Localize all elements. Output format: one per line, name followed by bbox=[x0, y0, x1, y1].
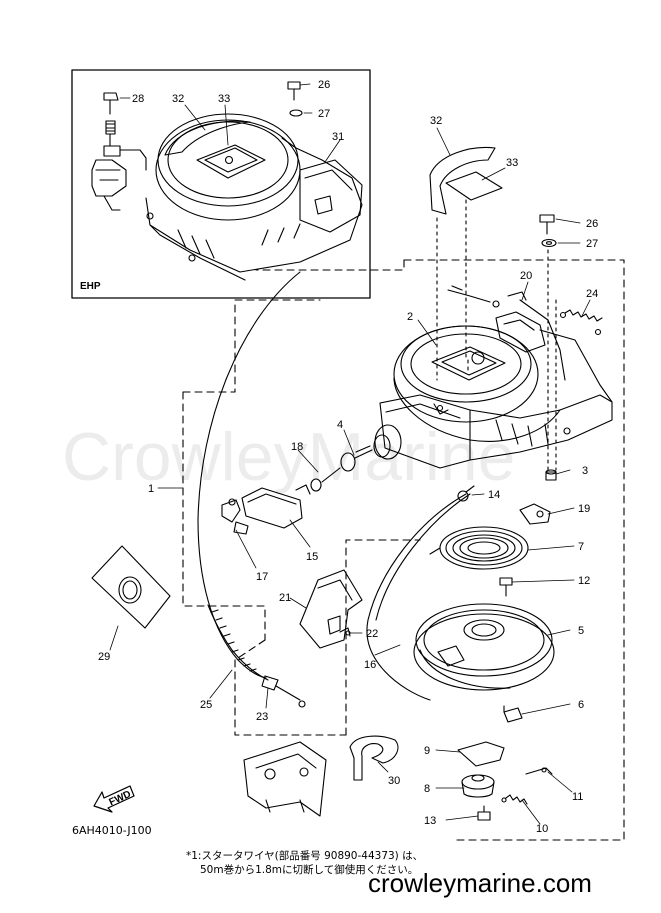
fwd-arrow-icon bbox=[93, 785, 135, 813]
callout-29: 29 bbox=[98, 651, 110, 663]
callout-17: 17 bbox=[256, 571, 268, 583]
starter-rope bbox=[366, 493, 471, 701]
rope-grommet-4 bbox=[355, 424, 402, 460]
callout-9: 9 bbox=[424, 745, 430, 757]
callout-5: 5 bbox=[578, 625, 584, 637]
callout-27-inset: 27 bbox=[318, 108, 330, 120]
bolt-12 bbox=[499, 577, 513, 597]
callout-4: 4 bbox=[337, 419, 343, 431]
callout-15: 15 bbox=[306, 551, 318, 563]
callout-3: 3 bbox=[582, 465, 588, 477]
rope-seal-18 bbox=[310, 449, 373, 492]
watermark-crowleymarine: CrowleyMarine bbox=[62, 419, 516, 495]
callout-13: 13 bbox=[424, 815, 436, 827]
drive-plate-9 bbox=[457, 741, 505, 767]
stop-wire-20 bbox=[447, 285, 500, 308]
lever-30 bbox=[349, 735, 399, 781]
callout-26-inset: 26 bbox=[318, 79, 330, 91]
bolt-13 bbox=[477, 805, 491, 821]
ehp-label: EHP bbox=[80, 281, 101, 292]
fwd-label: FWD bbox=[108, 789, 133, 809]
washer-27 bbox=[541, 238, 557, 248]
callout-32-inset: 32 bbox=[172, 93, 184, 105]
pawl-19 bbox=[519, 503, 551, 525]
callout-33-inset: 33 bbox=[218, 93, 230, 105]
pawl-6 bbox=[503, 705, 523, 723]
pulley-8 bbox=[461, 774, 495, 798]
ehp-inset bbox=[71, 69, 371, 299]
callout-23: 23 bbox=[256, 711, 268, 723]
starter-housing bbox=[379, 291, 613, 469]
drawing-code: 6AH4010-J100 bbox=[72, 824, 152, 837]
callout-20: 20 bbox=[520, 270, 532, 282]
callout-1: 1 bbox=[148, 483, 154, 495]
callout-30: 30 bbox=[388, 775, 400, 787]
callout-18: 18 bbox=[291, 441, 303, 453]
washer-27-inset bbox=[289, 109, 303, 117]
spiral-spring-7 bbox=[429, 526, 529, 570]
callout-6: 6 bbox=[578, 699, 584, 711]
callout-2: 2 bbox=[407, 311, 413, 323]
assembly-outline bbox=[182, 259, 625, 841]
callout-16: 16 bbox=[364, 659, 376, 671]
callout-25: 25 bbox=[200, 699, 212, 711]
decal-32 bbox=[429, 146, 496, 215]
support-bracket bbox=[243, 741, 327, 817]
callout-leaders bbox=[109, 83, 591, 825]
housing-axis bbox=[547, 249, 557, 471]
plate-29 bbox=[91, 545, 171, 629]
callout-21: 21 bbox=[279, 592, 291, 604]
drum-pulley-5 bbox=[413, 603, 555, 691]
spring-24 bbox=[559, 309, 603, 336]
rope-guide-14 bbox=[457, 485, 475, 502]
callout-27: 27 bbox=[586, 238, 598, 250]
callout-22: 22 bbox=[366, 628, 378, 640]
callout-14: 14 bbox=[488, 489, 500, 501]
rope-handle-15 bbox=[241, 484, 311, 529]
decal-33 bbox=[445, 171, 503, 201]
callout-26: 26 bbox=[586, 218, 598, 230]
throttle-cable-25 bbox=[197, 271, 301, 681]
handle-grip-17 bbox=[221, 498, 249, 535]
callout-11: 11 bbox=[572, 791, 583, 803]
spring-10 bbox=[501, 794, 528, 805]
callout-8: 8 bbox=[424, 783, 430, 795]
callout-19: 19 bbox=[578, 503, 590, 515]
bolt-26-inset bbox=[287, 81, 301, 101]
callout-33: 33 bbox=[506, 157, 518, 169]
decal-leaders bbox=[436, 199, 469, 381]
callout-32: 32 bbox=[430, 115, 442, 127]
footnote-line-2: 50m巻から1.8mに切断して御使用ください。 bbox=[200, 864, 419, 876]
footnote-line-1: *1:スタータワイヤ(部品番号 90890-44373) は、 bbox=[186, 850, 424, 862]
callout-numbers: 28 32 33 26 27 31 EHP 32 33 26 27 20 24 … bbox=[80, 79, 598, 835]
watermark-website: crowleymarine.com bbox=[368, 868, 592, 898]
callout-12: 12 bbox=[578, 575, 590, 587]
callout-24: 24 bbox=[586, 288, 598, 300]
spring-11 bbox=[525, 767, 553, 775]
cable-end-23 bbox=[261, 675, 306, 708]
callout-31: 31 bbox=[332, 131, 344, 143]
collar-3 bbox=[545, 469, 557, 481]
callout-7: 7 bbox=[578, 541, 584, 553]
bracket-21 bbox=[299, 569, 363, 649]
bolt-26 bbox=[539, 214, 555, 235]
callout-10: 10 bbox=[536, 823, 548, 835]
callout-28: 28 bbox=[132, 93, 144, 105]
